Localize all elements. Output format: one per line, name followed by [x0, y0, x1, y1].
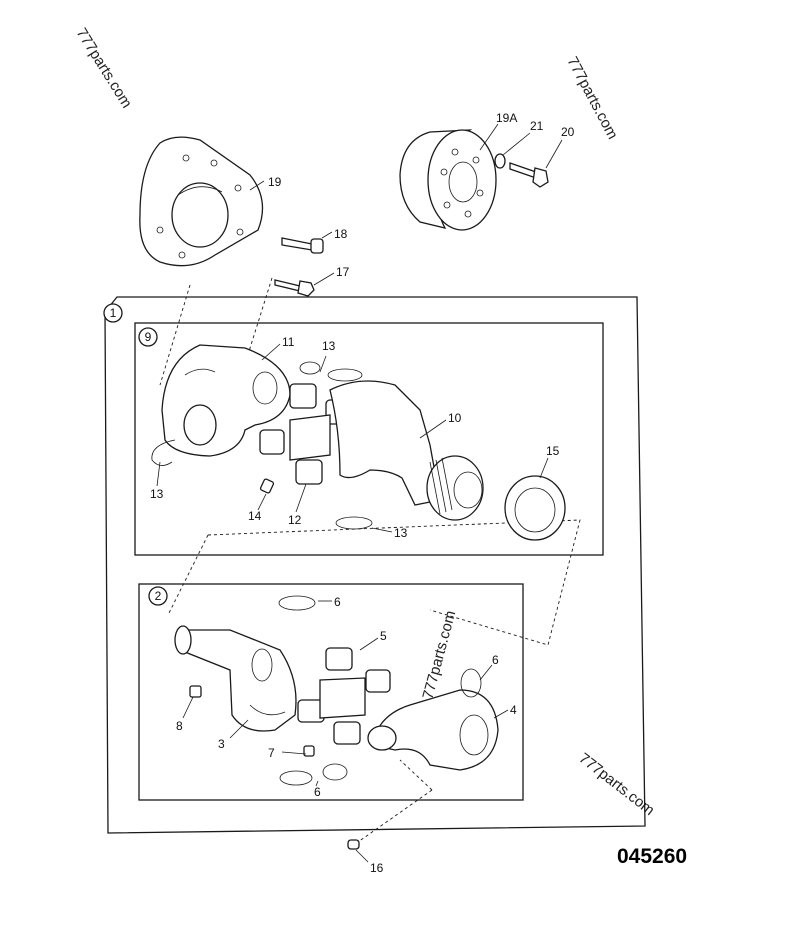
label-3: 3 — [218, 737, 225, 751]
label-6-right: 6 — [492, 653, 499, 667]
leader-lines — [156, 123, 563, 863]
label-13-top: 13 — [322, 339, 336, 353]
label-5: 5 — [380, 629, 387, 643]
group-2-frame — [138, 583, 524, 801]
bolt-17 — [274, 279, 315, 297]
assembly-line-shaft-to-group-2 — [167, 519, 581, 646]
label-20: 20 — [561, 125, 575, 139]
drawing-number: 045260 — [617, 845, 687, 868]
group-9-number: 9 — [145, 330, 152, 344]
label-21: 21 — [530, 119, 544, 133]
group-2-tag: 2 — [148, 586, 168, 606]
group-1-number: 1 — [110, 306, 117, 320]
spider-12 — [259, 383, 351, 485]
yoke-3 — [174, 625, 297, 732]
label-6-top: 6 — [334, 595, 341, 609]
group-2-number: 2 — [155, 589, 162, 603]
group-9-frame — [134, 322, 604, 556]
label-13-left: 13 — [150, 487, 164, 501]
yoke-4 — [367, 689, 499, 771]
label-13-bottom: 13 — [394, 526, 408, 540]
grease-nipple-16 — [347, 839, 360, 850]
watermark-top-left: 777parts.com — [73, 25, 136, 111]
label-18: 18 — [334, 227, 348, 241]
washer-21 — [494, 153, 506, 169]
label-10: 10 — [448, 411, 462, 425]
label-15: 15 — [546, 444, 560, 458]
yoke-11 — [161, 344, 291, 457]
circlips-6 — [278, 595, 482, 786]
bolt-18 — [281, 237, 324, 254]
grease-nipple-14 — [259, 478, 275, 494]
assembly-line-grease-nipple — [357, 759, 433, 843]
label-11: 11 — [282, 335, 295, 349]
group-9-tag: 9 — [138, 327, 158, 347]
group-1-frame — [104, 296, 646, 834]
label-7: 7 — [268, 746, 275, 760]
group-1-tag: 1 — [103, 303, 123, 323]
label-17: 17 — [336, 265, 350, 279]
spider-5 — [297, 647, 391, 745]
bolt-20 — [509, 162, 549, 188]
seal-15 — [504, 475, 566, 541]
label-19: 19 — [268, 175, 282, 189]
coupling-19a — [399, 129, 497, 231]
circlips-13 — [151, 361, 373, 530]
label-4: 4 — [510, 703, 517, 717]
label-6-bottom: 6 — [314, 785, 321, 799]
label-8: 8 — [176, 719, 183, 733]
watermark-middle: 777parts.com — [419, 609, 459, 701]
shaft-yoke-10 — [329, 380, 484, 521]
label-12: 12 — [288, 513, 302, 527]
label-14: 14 — [248, 509, 262, 523]
label-16: 16 — [370, 861, 384, 875]
part-labels: 19 18 17 19A 21 20 11 13 10 15 13 14 12 … — [150, 111, 575, 875]
grease-nipple-7 — [303, 745, 315, 757]
grease-nipple-8 — [189, 685, 202, 698]
label-19a: 19A — [496, 111, 517, 125]
flange-19 — [139, 136, 264, 267]
